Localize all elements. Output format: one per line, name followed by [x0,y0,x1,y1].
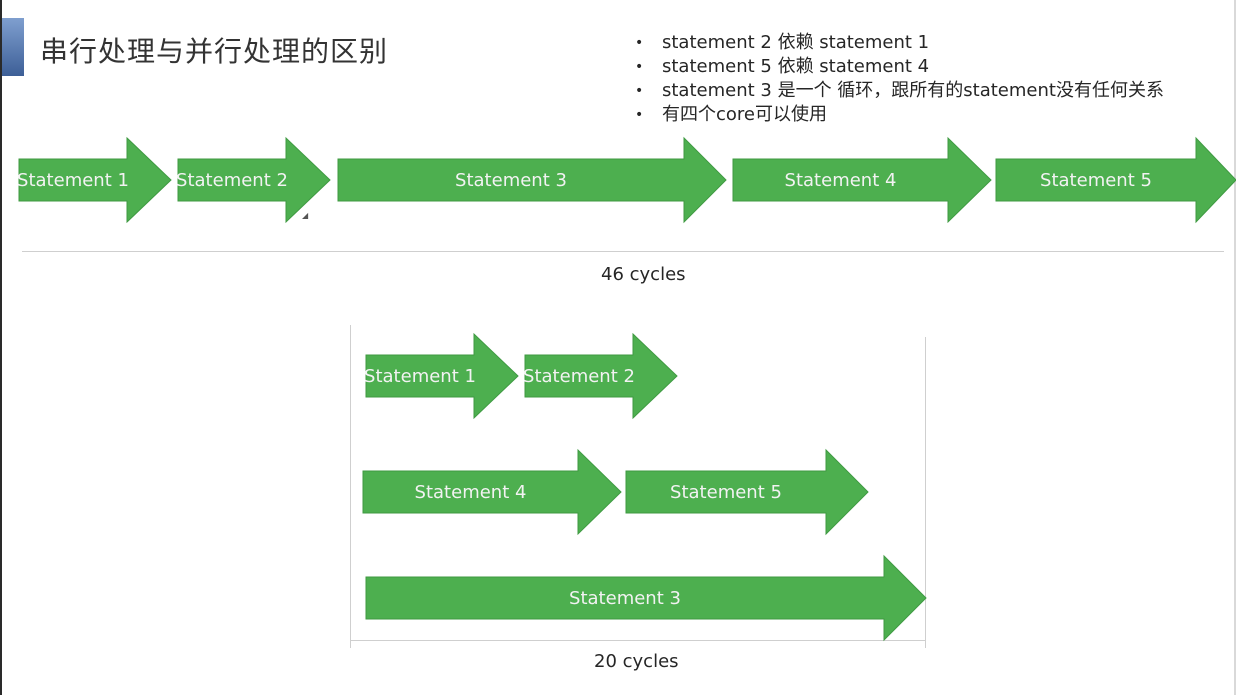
parallel-arrow-statement-3: Statement 3 [365,554,927,642]
mouse-cursor-icon: ◢ [302,211,309,220]
arrow-shape [995,136,1236,224]
arrow-shape [337,136,727,224]
bullet-text: 有四个core可以使用 [662,104,827,125]
arrow-body [365,332,519,420]
left-frame-edge [0,0,2,695]
parallel-left-bracket [350,325,351,648]
arrow-body [625,448,869,536]
parallel-arrow-statement-2: Statement 2 [523,332,678,420]
serial-arrow-statement-3: Statement 3 [337,136,727,224]
title-accent-bar [2,18,24,76]
arrow-shape [524,332,678,420]
arrow-shape [732,136,992,224]
bullet-item: • statement 2 依赖 statement 1 [635,31,1164,55]
arrow-label: Statement 5 [1040,169,1152,191]
bullet-marker: • [635,83,644,99]
parallel-arrow-statement-1: Statement 1 [364,332,519,420]
bullet-text: statement 5 依赖 statement 4 [662,56,930,77]
arrow-label: Statement 1 [364,365,476,387]
bullet-item: • statement 3 是一个 循环，跟所有的statement没有任何关系 [635,79,1164,103]
right-frame-edge [1234,0,1236,695]
arrow-label: Statement 2 [176,169,288,191]
bullet-list: • statement 2 依赖 statement 1 • statement 5… [635,31,1164,127]
arrow-shape [177,136,331,224]
serial-arrow-statement-2: Statement 2 [176,136,331,224]
arrow-shape [362,448,622,536]
arrow-shape [18,136,172,224]
arrow-label: Statement 1 [17,169,129,191]
parallel-arrow-statement-4: Statement 4 [362,448,622,536]
serial-arrow-statement-4: Statement 4 [732,136,992,224]
arrow-body [177,136,331,224]
arrow-body [362,448,622,536]
arrow-label: Statement 4 [414,481,527,503]
arrow-body [18,136,172,224]
arrow-label: Statement 4 [784,169,897,191]
arrow-body [732,136,992,224]
parallel-arrow-statement-5: Statement 5 [625,448,869,536]
bullet-text: statement 2 依赖 statement 1 [662,32,930,53]
arrow-label: Statement 2 [523,365,635,387]
parallel-baseline [350,640,926,641]
parallel-cycles-label: 20 cycles [594,651,679,672]
bullet-item: • 有四个core可以使用 [635,103,1164,127]
arrow-label: Statement 5 [670,481,782,503]
arrow-shape [625,448,869,536]
arrow-body [524,332,678,420]
bullet-item: • statement 5 依赖 statement 4 [635,55,1164,79]
bullet-marker: • [635,35,644,51]
arrow-label: Statement 3 [455,169,567,191]
slide-title: 串行处理与并行处理的区别 [40,35,389,68]
bullet-marker: • [635,107,644,123]
parallel-right-bracket [925,337,926,648]
serial-divider-line [22,251,1224,252]
arrow-shape [365,554,927,642]
arrow-body [337,136,727,224]
bullet-text: statement 3 是一个 循环，跟所有的statement没有任何关系 [662,80,1164,101]
arrow-body [365,554,927,642]
arrow-body [995,136,1236,224]
serial-arrow-statement-5: Statement 5 [995,136,1236,224]
serial-arrow-statement-1: Statement 1 [17,136,172,224]
bullet-marker: • [635,59,644,75]
serial-cycles-label: 46 cycles [601,264,686,285]
arrow-shape [365,332,519,420]
arrow-label: Statement 3 [569,587,681,609]
